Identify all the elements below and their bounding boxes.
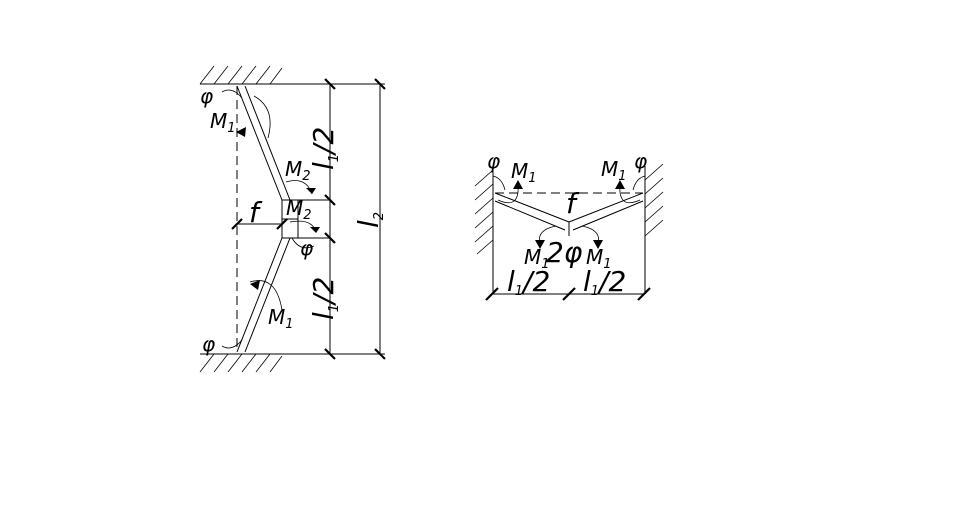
dim-left-label: l1/2 [507,265,550,299]
phi-arc-top [221,89,243,99]
phi-right-label: φ [634,149,647,173]
dim-right-label: l1/2 [583,265,626,299]
left-figure: φ φ φ M1 M1 M2 M2 f l1/2 l1/2 l2 [199,65,387,373]
moment-curve-bottom [249,280,283,311]
left-wall-hatch [474,169,494,255]
moment-arrow-mid-right [593,240,603,249]
phi-top-label: φ [200,84,213,108]
right-wall-hatch [644,163,664,242]
phi-arc-left [492,175,506,191]
right-figure: φ φ M1 M1 f M1 2φ M1 l1/2 l1/2 [474,149,664,301]
moment-arrow-right [615,180,625,189]
lower-member [236,237,291,353]
moment-arrow-top [236,127,246,137]
upper-member [236,85,291,201]
top-support-hatch [199,65,283,85]
m2-lower-label: M2 [286,196,312,223]
phi-mid-label: φ [300,236,313,260]
moment-curve-top [253,95,271,139]
m1-bottom-label: M1 [268,305,294,332]
m1-right-label: M1 [601,157,627,184]
m1-mid-left-label: M1 [524,245,550,272]
right-half-member [568,192,644,231]
moment-arrow-mid-left [535,240,545,249]
dim-upper-label: l1/2 [307,127,342,170]
phi-bottom-label: φ [202,332,215,356]
moment-arrow-mid-upper [306,188,316,194]
moment-arrow-bottom [250,280,260,290]
m1-mid-right-label: M1 [586,245,612,272]
moment-arrow-left [513,180,523,189]
dim-lower-label: l1/2 [307,277,342,320]
bottom-support-hatch [199,353,283,373]
moment-arrow-mid-lower [310,227,320,233]
phi-arc-right [632,175,646,191]
phi-arc-bottom [221,339,243,349]
two-phi-label: 2φ [546,236,583,269]
phi-arc-mid [291,237,315,249]
dim-total-label: l2 [352,212,387,228]
f-label-right: f [566,187,580,220]
m1-top-label: M1 [210,109,236,136]
m1-left-label: M1 [511,159,537,186]
left-half-member [494,192,570,231]
phi-left-label: φ [487,149,500,173]
m2-upper-label: M2 [285,157,311,184]
